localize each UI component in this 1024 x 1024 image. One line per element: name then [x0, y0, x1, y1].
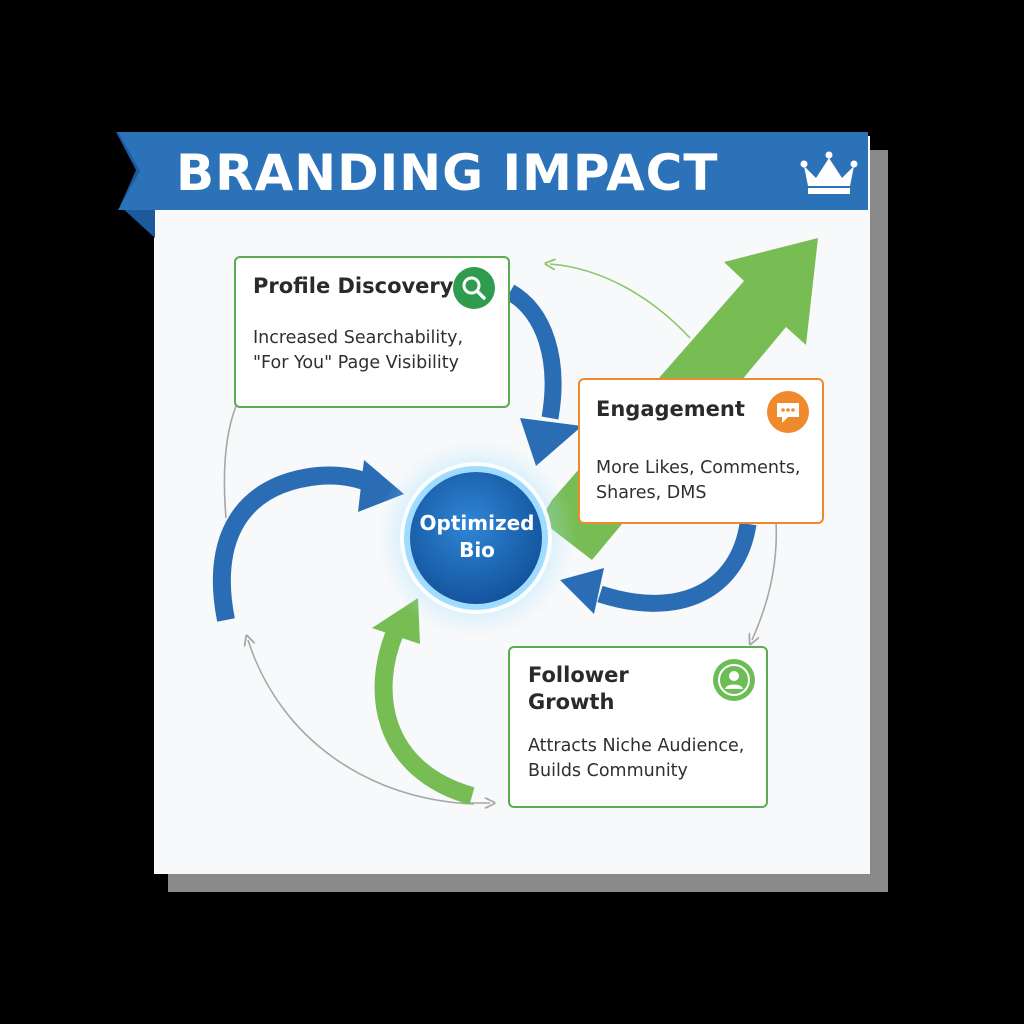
crown-icon	[800, 151, 858, 194]
profile-discovery-desc-line2: "For You" Page Visibility	[253, 353, 460, 373]
user-icon	[713, 659, 755, 701]
engagement-desc: More Likes, Comments, Shares, DMS	[596, 456, 801, 506]
follower-growth-desc: Attracts Niche Audience, Builds Communit…	[528, 734, 744, 784]
profile-discovery-node: Profile Discovery Increased Searchabilit…	[234, 256, 510, 408]
title-banner	[116, 132, 868, 238]
profile-discovery-desc-line1: Increased Searchability,	[253, 328, 464, 348]
engagement-desc-line1: More Likes, Comments,	[596, 458, 801, 478]
hub-label: Optimized Bio	[402, 510, 552, 564]
engagement-node: Engagement More Likes, Comments, Shares,…	[578, 378, 824, 524]
hub-label-line2: Bio	[459, 538, 495, 562]
follower-growth-node: Follower Growth Attracts Niche Audience,…	[508, 646, 768, 808]
engagement-desc-line2: Shares, DMS	[596, 483, 707, 503]
follower-growth-title-line1: Follower	[528, 663, 629, 687]
profile-discovery-title: Profile Discovery	[253, 274, 454, 298]
engagement-title: Engagement	[596, 397, 745, 421]
follower-growth-title: Follower Growth	[528, 662, 629, 716]
follower-growth-desc-line2: Builds Community	[528, 761, 688, 781]
hub-label-line1: Optimized	[419, 511, 535, 535]
optimized-bio-hub	[376, 438, 576, 638]
follower-growth-title-line2: Growth	[528, 690, 615, 714]
page-title: BRANDING IMPACT	[176, 144, 719, 202]
blue-flow-arrows	[212, 284, 757, 622]
profile-discovery-desc: Increased Searchability, "For You" Page …	[253, 326, 463, 376]
follower-growth-desc-line1: Attracts Niche Audience,	[528, 736, 745, 756]
chat-bubble-icon	[767, 391, 809, 433]
search-icon	[453, 267, 495, 309]
